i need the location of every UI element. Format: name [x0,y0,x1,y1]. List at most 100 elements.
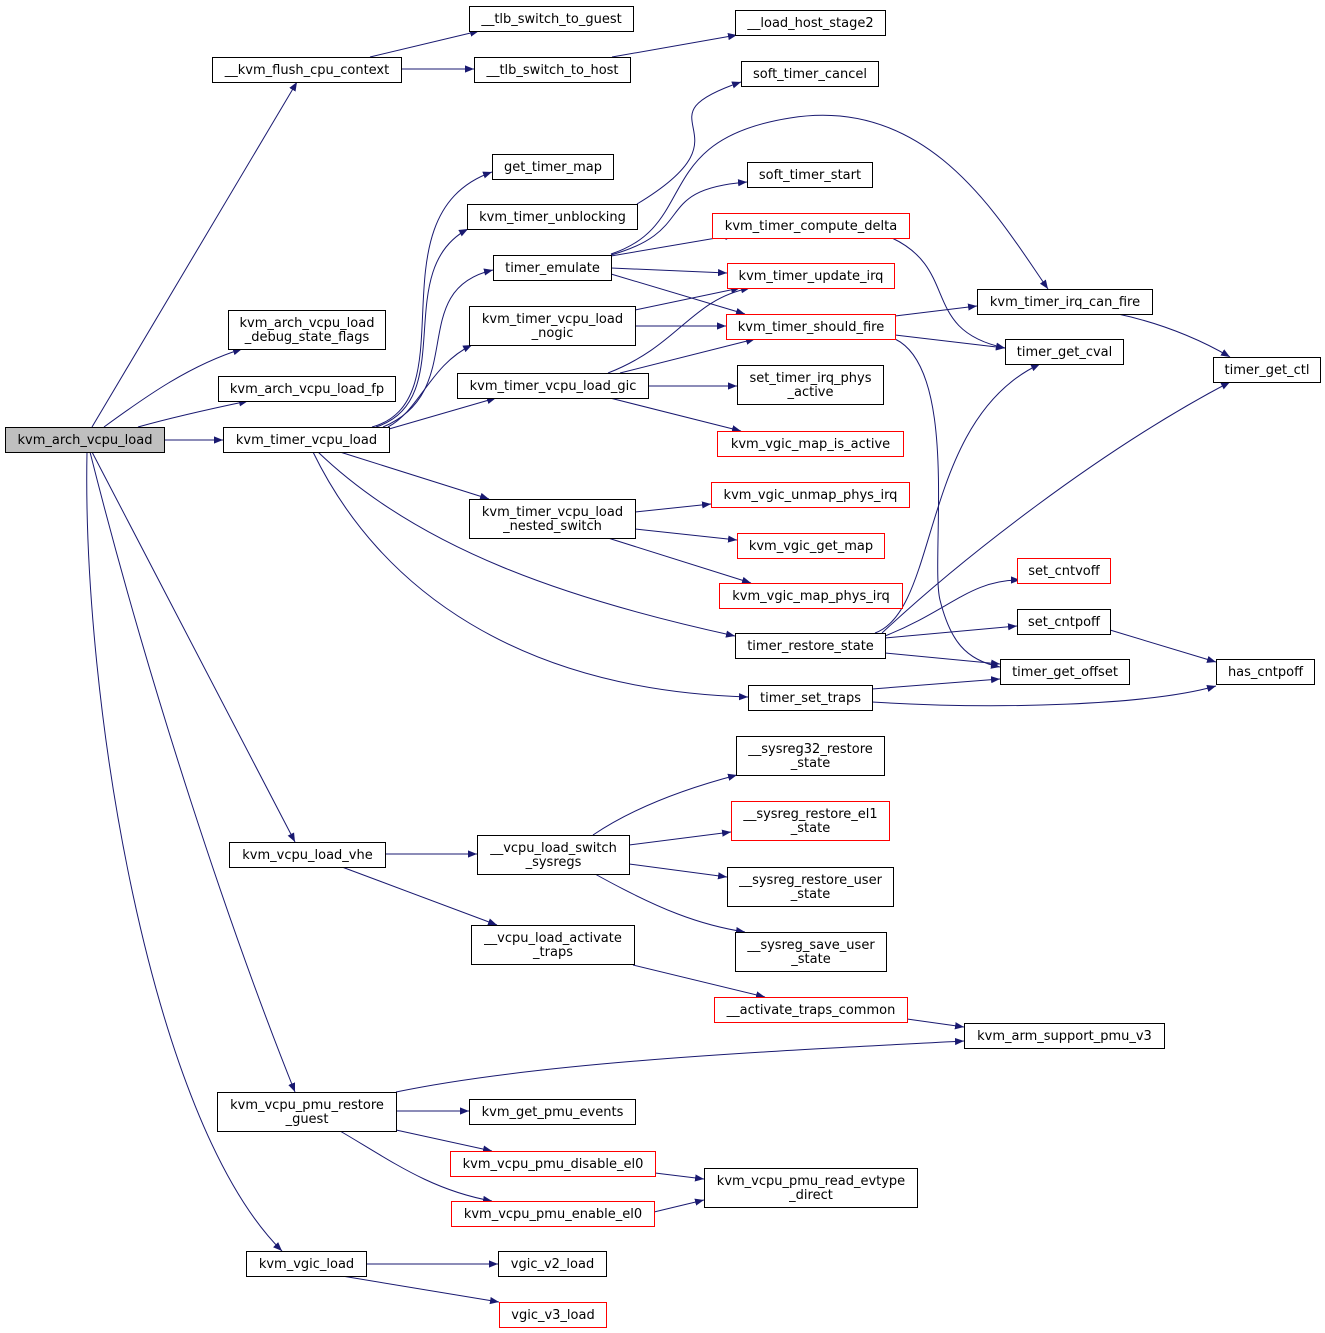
edge-arrow [610,114,1049,290]
node-box [1000,659,1130,685]
edge-arrow [636,81,742,205]
node-tlbhost[interactable]: __tlb_switch_to_host [474,57,631,83]
edge-tlbhost-to-loadhost [611,33,738,58]
node-restoreuser[interactable]: __sysreg_restore_user_state [727,867,894,907]
edge-arrow [339,1130,493,1203]
node-label: set_cntpoff [1028,615,1101,630]
node-mapactive[interactable]: kvm_vgic_map_is_active [717,431,904,457]
node-box [1017,609,1111,635]
node-label: has_cntpoff [1228,665,1304,680]
node-box [469,306,636,346]
node-label: kvm_timer_irq_can_fire [990,295,1140,310]
node-label: kvm_arch_vcpu_load_fp [230,382,384,397]
node-label: __activate_traps_common [726,1003,896,1018]
node-softcancel[interactable]: soft_timer_cancel [741,61,879,87]
node-label: set_cntvoff [1028,564,1100,579]
node-timerload[interactable]: kvm_timer_vcpu_load [223,427,390,453]
edge-shouldfire-to-getcval [894,334,1006,351]
node-box [1216,659,1315,685]
node-box [1213,357,1321,383]
node-getcval[interactable]: timer_get_cval [1005,339,1124,365]
node-getmap[interactable]: kvm_vgic_get_map [737,533,885,559]
node-getoffset[interactable]: timer_get_offset [1000,659,1130,685]
node-getctl[interactable]: timer_get_ctl [1213,357,1321,383]
node-flush[interactable]: __kvm_flush_cpu_context [212,57,402,83]
node-emulate[interactable]: timer_emulate [493,255,612,281]
node-switchsys[interactable]: __vcpu_load_switch_sysregs [477,835,630,875]
node-cntpoff[interactable]: set_cntpoff [1017,609,1111,635]
node-mapphys[interactable]: kvm_vgic_map_phys_irq [719,583,903,609]
node-shouldfire[interactable]: kvm_timer_should_fire [726,314,896,340]
node-saveuser[interactable]: __sysreg_save_user_state [735,932,887,972]
edge-canfire-to-getctl [1117,313,1231,358]
edge-arrow [1117,313,1231,358]
edge-timerload-to-emulate [382,268,494,428]
node-root[interactable]: kvm_arch_vcpu_load [5,427,165,453]
edge-arrow [387,344,473,428]
node-settraps[interactable]: timer_set_traps [748,685,873,711]
node-sys32[interactable]: __sysreg32_restore_state [736,736,885,776]
node-vgicload[interactable]: kvm_vgic_load [246,1251,367,1277]
edge-switchsys-to-el1 [628,829,732,846]
node-cntvoff[interactable]: set_cntvoff [1017,558,1111,584]
node-label: kvm_timer_vcpu_load [482,505,623,520]
node-evtype[interactable]: kvm_vcpu_pmu_read_evtype_direct [704,1168,918,1208]
node-v3load[interactable]: vgic_v3_load [499,1302,607,1328]
node-unblocking[interactable]: kvm_timer_unblocking [467,204,638,230]
node-label: __sysreg32_restore [747,742,873,757]
edge-arrow [395,1037,965,1093]
node-box [977,289,1153,315]
node-v2load[interactable]: vgic_v2_load [498,1251,607,1277]
node-pmuevents[interactable]: kvm_get_pmu_events [469,1099,636,1125]
edge-pmurestore-to-pmuv3 [395,1037,965,1093]
node-el1[interactable]: __sysreg_restore_el1_state [731,801,890,841]
node-label: kvm_vcpu_pmu_read_evtype [717,1174,905,1189]
node-restore[interactable]: timer_restore_state [735,633,886,659]
node-delta[interactable]: kvm_timer_compute_delta [712,213,910,239]
node-box [498,1251,607,1277]
edge-arrow [341,866,498,926]
node-activate[interactable]: __vcpu_load_activate_traps [471,925,635,965]
node-label: _debug_state_flags [244,330,370,345]
node-box [737,365,884,405]
edge-arrow [388,397,497,430]
node-updateirq[interactable]: kvm_timer_update_irq [727,263,895,289]
node-pmudisable[interactable]: kvm_vcpu_pmu_disable_el0 [450,1151,656,1177]
node-box [469,499,636,539]
node-irqphys[interactable]: set_timer_irq_phys_active [737,365,884,405]
node-box [223,427,390,453]
node-pmuv3[interactable]: kvm_arm_support_pmu_v3 [964,1023,1165,1049]
edge-root-to-vhe [91,451,296,843]
node-canfire[interactable]: kvm_timer_irq_can_fire [977,289,1153,315]
node-box [726,314,896,340]
node-pmurestore[interactable]: kvm_vcpu_pmu_restore_guest [217,1092,397,1132]
edge-arrow [628,829,732,846]
node-hascntpoff[interactable]: has_cntpoff [1216,659,1315,685]
node-pmuenable[interactable]: kvm_vcpu_pmu_enable_el0 [451,1201,655,1227]
node-tlbguest[interactable]: __tlb_switch_to_guest [469,6,634,32]
node-gettimermap[interactable]: get_timer_map [492,154,614,180]
node-nested[interactable]: kvm_timer_vcpu_load_nested_switch [469,499,636,539]
node-label: _nogic [531,326,574,341]
node-box [717,431,904,457]
node-softstart[interactable]: soft_timer_start [747,162,873,188]
node-nogic[interactable]: kvm_timer_vcpu_load_nogic [469,306,636,346]
node-dbgflags[interactable]: kvm_arch_vcpu_load_debug_state_flags [228,310,386,350]
node-trapscommon[interactable]: __activate_traps_common [714,997,908,1023]
node-loadhost[interactable]: __load_host_stage2 [735,10,886,36]
edge-root-to-vgicload [86,451,283,1252]
node-label: kvm_arch_vcpu_load [18,433,153,448]
node-loadgic[interactable]: kvm_timer_vcpu_load_gic [457,373,649,399]
node-label: kvm_timer_vcpu_load [482,312,623,327]
node-label: _state [790,952,830,967]
edge-switchsys-to-saveuser [594,873,746,935]
node-label: __sysreg_save_user [746,938,875,953]
node-label: __sysreg_restore_el1 [742,807,877,822]
node-label: _state [790,756,830,771]
node-vhe[interactable]: kvm_vcpu_load_vhe [229,842,386,868]
edge-arrow [86,451,283,1252]
node-loadfp[interactable]: kvm_arch_vcpu_load_fp [218,376,396,402]
node-unmap[interactable]: kvm_vgic_unmap_phys_irq [711,482,910,508]
edge-switchsys-to-sys32 [592,773,738,836]
